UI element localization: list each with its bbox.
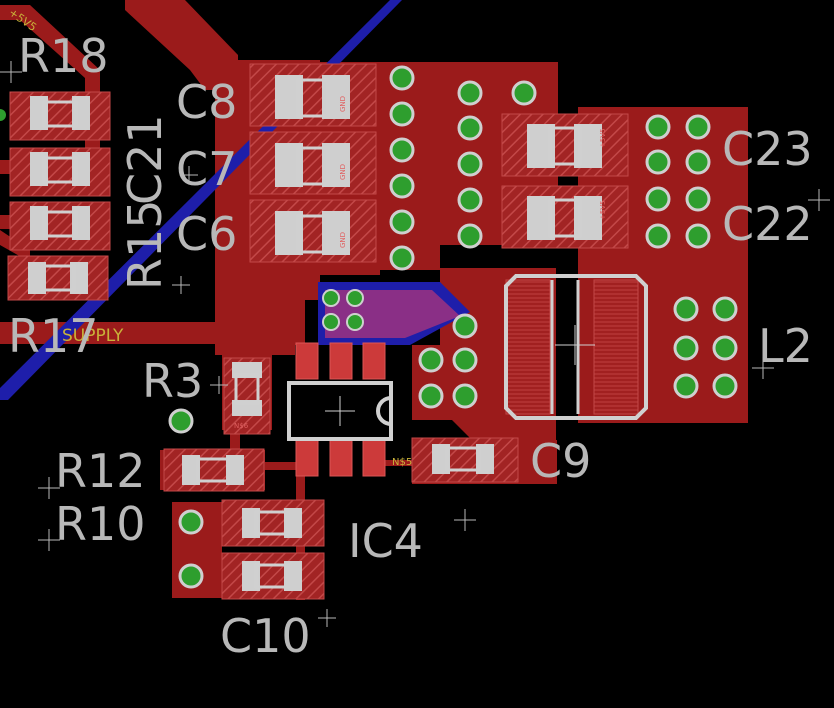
pad-label-gnd: GND [339, 232, 347, 248]
caps-c22-c23 [501, 113, 629, 249]
resistor-array-left [7, 91, 111, 301]
label-l2: L2 [758, 319, 813, 373]
capacitor-c9 [411, 437, 519, 483]
label-ic4: IC4 [348, 514, 423, 568]
pad-row-3 [9, 201, 111, 251]
origin-markers [0, 61, 830, 627]
overlap-region [325, 290, 460, 338]
trace-diagonal-a [125, 0, 238, 90]
trace-ic4-r12 [265, 462, 299, 470]
net-label-n5: N$5 [392, 457, 412, 468]
resistor-r10-c10 [221, 499, 325, 600]
ic4-footprint [287, 342, 393, 477]
polygon-center [318, 62, 558, 275]
label-r10: R10 [55, 497, 146, 551]
resistor-r12 [163, 448, 265, 492]
label-c21: C21 [118, 114, 172, 205]
resistor-r3: N$6 [223, 357, 271, 435]
pad-label-gnd: GND [339, 96, 347, 112]
label-c7: C7 [176, 142, 237, 196]
label-r18: R18 [18, 29, 109, 83]
label-c6: C6 [176, 207, 237, 261]
label-r15: R15 [118, 200, 172, 291]
label-c10: C10 [220, 609, 311, 663]
pad-label-gnd: GND [339, 164, 347, 180]
trace-ic4-top [215, 345, 295, 355]
label-c23: C23 [722, 122, 813, 176]
net-label-5v5: +5V5 [599, 200, 607, 220]
pad-row-4 [7, 255, 109, 301]
label-r3: R3 [142, 354, 203, 408]
trace-r3-down [230, 422, 240, 452]
inductor-l2 [504, 274, 648, 420]
net-label-n6: N$6 [234, 422, 249, 430]
caps-c6-c8: GND GND GND [249, 63, 377, 263]
label-c8: C8 [176, 75, 237, 129]
label-r17: R17 [8, 309, 99, 363]
trace-diagonal-b [0, 5, 100, 160]
label-r12: R12 [55, 444, 146, 498]
label-c22: C22 [722, 197, 813, 251]
vias [0, 65, 738, 589]
net-label-supply: SUPPLY [62, 326, 124, 346]
label-c9: C9 [530, 434, 591, 488]
silkscreen-labels: R18 C8 C21 C7 R15 C6 C23 C22 R17 L2 R3 R… [8, 29, 813, 663]
net-label-5v5: +5V5 [599, 128, 607, 148]
pad-row-1 [9, 91, 111, 141]
pad-row-2 [9, 147, 111, 197]
trace-n5 [385, 460, 420, 466]
